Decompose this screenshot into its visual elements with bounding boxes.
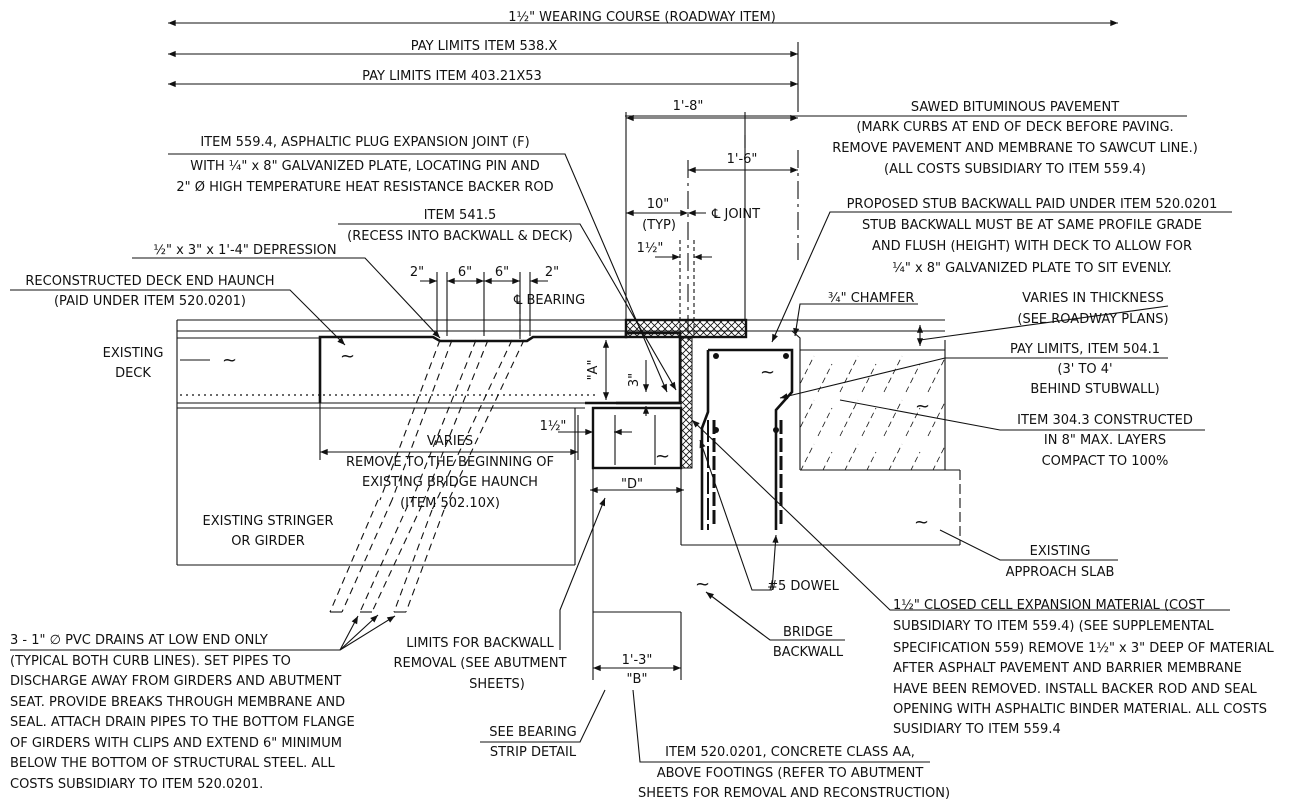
dim-1-5b: 1½" xyxy=(540,419,567,434)
asphaltic-plug xyxy=(624,318,748,339)
closed-cell-note-6: OPENING WITH ASPHALTIC BINDER MATERIAL. … xyxy=(893,702,1267,717)
i520-note-3: SHEETS FOR REMOVAL AND RECONSTRUCTION) xyxy=(638,786,950,801)
pay-limits-538-label: PAY LIMITS ITEM 538.X xyxy=(411,39,558,54)
dim-6b: 6" xyxy=(495,265,509,280)
dim-1-3: 1'-3" xyxy=(622,653,653,668)
depression-note: ½" x 3" x 1'-4" DEPRESSION xyxy=(153,243,336,258)
sawed-note-1: SAWED BITUMINOUS PAVEMENT xyxy=(911,100,1119,115)
break-symbols: ~ ~ ~ ~ ~ ~ ~ xyxy=(222,346,930,595)
dim-2a: 2" xyxy=(410,265,424,280)
closed-cell-note-4: AFTER ASPHALT PAVEMENT AND BARRIER MEMBR… xyxy=(893,661,1242,676)
i304-note-2: IN 8" MAX. LAYERS xyxy=(1044,433,1166,448)
dim-10: 10" xyxy=(647,197,670,212)
chamfer-note: ¾" CHAMFER xyxy=(828,291,914,306)
bearing-note-1: SEE BEARING xyxy=(489,725,577,740)
drain-pipes xyxy=(329,339,525,613)
closed-cell-note-3: SPECIFICATION 559) REMOVE 1½" x 3" DEEP … xyxy=(893,641,1275,656)
backwall-note-2: BACKWALL xyxy=(773,645,844,660)
drains-note-8: COSTS SUBSIDIARY TO ITEM 520.0201. xyxy=(10,777,263,792)
break-symbol: ~ xyxy=(760,362,775,383)
stub-note-1: PROPOSED STUB BACKWALL PAID UNDER ITEM 5… xyxy=(847,197,1218,212)
drains-note-4: SEAT. PROVIDE BREAKS THROUGH MEMBRANE AN… xyxy=(10,695,345,710)
i304-note-3: COMPACT TO 100% xyxy=(1042,454,1169,469)
sawed-note-4: (ALL COSTS SUBSIDIARY TO ITEM 559.4) xyxy=(884,162,1146,177)
remove-note-2: EXISTING BRIDGE HAUNCH xyxy=(362,475,538,490)
closed-cell-note-1: 1½" CLOSED CELL EXPANSION MATERIAL (COST xyxy=(893,598,1205,613)
limits-note-1: LIMITS FOR BACKWALL xyxy=(406,636,554,651)
i520-note-2: ABOVE FOOTINGS (REFER TO ABUTMENT xyxy=(657,766,924,781)
backwall-note-1: BRIDGE xyxy=(783,625,833,640)
break-symbol: ~ xyxy=(340,346,355,367)
i541-note-2: (RECESS INTO BACKWALL & DECK) xyxy=(347,229,573,244)
drains-note-2: (TYPICAL BOTH CURB LINES). SET PIPES TO xyxy=(10,654,291,669)
dim-a: "A" xyxy=(586,360,601,381)
remove-note-1: REMOVE TO THE BEGINNING OF xyxy=(346,455,554,470)
haunch-note-2: (PAID UNDER ITEM 520.0201) xyxy=(54,294,246,309)
cl-bearing-label: ℄ BEARING xyxy=(513,293,585,308)
dim-b: "B" xyxy=(627,672,648,687)
limits-note-3: SHEETS) xyxy=(469,677,525,692)
stringer-note-2: OR GIRDER xyxy=(231,534,305,549)
dim-3: 3" xyxy=(627,373,642,387)
existing-deck-2: DECK xyxy=(115,366,151,381)
dim-1-6: 1'-6" xyxy=(727,152,758,167)
backwall-structure xyxy=(558,325,961,680)
closed-cell-note-7: SUSIDIARY TO ITEM 559.4 xyxy=(893,722,1061,737)
varies-note-2: (SEE ROADWAY PLANS) xyxy=(1017,312,1168,327)
break-symbol: ~ xyxy=(915,396,930,417)
top-dimension-lines xyxy=(168,19,1118,260)
drains-note-7: BELOW THE BOTTOM OF STRUCTURAL STEEL. AL… xyxy=(10,756,336,771)
dim-6a: 6" xyxy=(458,265,472,280)
closed-cell-note-5: HAVE BEEN REMOVED. INSTALL BACKER ROD AN… xyxy=(893,682,1257,697)
stringer-note-1: EXISTING STRINGER xyxy=(202,514,333,529)
i520-note-1: ITEM 520.0201, CONCRETE CLASS AA, xyxy=(665,745,915,760)
dowel-note: #5 DOWEL xyxy=(767,579,840,594)
approach-note-2: APPROACH SLAB xyxy=(1006,565,1115,580)
existing-deck-1: EXISTING xyxy=(103,346,164,361)
pay504-note-3: BEHIND STUBWALL) xyxy=(1030,382,1159,397)
i304-note-1: ITEM 304.3 CONSTRUCTED xyxy=(1017,413,1193,428)
break-symbol: ~ xyxy=(655,446,670,467)
notes: SAWED BITUMINOUS PAVEMENT (MARK CURBS AT… xyxy=(10,100,1275,801)
stub-note-3: AND FLUSH (HEIGHT) WITH DECK TO ALLOW FO… xyxy=(872,239,1192,254)
limits-note-2: REMOVAL (SEE ABUTMENT xyxy=(393,656,566,671)
drains-note-3: DISCHARGE AWAY FROM GIRDERS AND ABUTMENT xyxy=(10,674,341,689)
leader-lines xyxy=(10,115,1232,763)
varies-note-1: VARIES IN THICKNESS xyxy=(1022,291,1164,306)
pay504-note-1: PAY LIMITS, ITEM 504.1 xyxy=(1010,342,1160,357)
sawed-note-3: REMOVE PAVEMENT AND MEMBRANE TO SAWCUT L… xyxy=(832,141,1198,156)
cl-joint-label: ℄ JOINT xyxy=(711,207,760,222)
break-symbol: ~ xyxy=(695,574,710,595)
wearing-course-label: 1½" WEARING COURSE (ROADWAY ITEM) xyxy=(508,10,776,25)
plug-note-1: ITEM 559.4, ASPHALTIC PLUG EXPANSION JOI… xyxy=(200,135,529,150)
varies-label: VARIES xyxy=(427,434,473,449)
sawed-note-2: (MARK CURBS AT END OF DECK BEFORE PAVING… xyxy=(856,120,1173,135)
pay504-note-2: (3' TO 4' xyxy=(1057,362,1112,377)
remove-note-3: (ITEM 502.10X) xyxy=(400,496,500,511)
plug-note-3: 2" Ø HIGH TEMPERATURE HEAT RESISTANCE BA… xyxy=(176,180,553,195)
drains-note-6: OF GIRDERS WITH CLIPS AND EXTEND 6" MINI… xyxy=(10,736,342,751)
dim-2b: 2" xyxy=(545,265,559,280)
closed-cell-note-2: SUBSIDIARY TO ITEM 559.4) (SEE SUPPLEMEN… xyxy=(893,619,1214,634)
drains-note-1: 3 - 1" ∅ PVC DRAINS AT LOW END ONLY xyxy=(10,633,268,648)
approach-note-1: EXISTING xyxy=(1030,544,1091,559)
stub-note-4: ¼" x 8" GALVANIZED PLATE TO SIT EVENLY. xyxy=(892,261,1172,276)
i541-note-1: ITEM 541.5 xyxy=(424,208,497,223)
dim-d: "D" xyxy=(621,477,643,492)
bearing-note-2: STRIP DETAIL xyxy=(490,745,577,760)
dim-1-8: 1'-8" xyxy=(673,99,704,114)
pay-limits-403-label: PAY LIMITS ITEM 403.21X53 xyxy=(362,69,542,84)
dim-typ: (TYP) xyxy=(642,218,676,233)
deck-structure xyxy=(176,318,945,566)
stub-note-2: STUB BACKWALL MUST BE AT SAME PROFILE GR… xyxy=(862,218,1202,233)
plug-note-2: WITH ¼" x 8" GALVANIZED PLATE, LOCATING … xyxy=(190,159,540,174)
haunch-note-1: RECONSTRUCTED DECK END HAUNCH xyxy=(25,274,274,289)
break-symbol: ~ xyxy=(914,512,929,533)
drains-note-5: SEAL. ATTACH DRAIN PIPES TO THE BOTTOM F… xyxy=(10,715,355,730)
dim-1-5: 1½" xyxy=(637,241,664,256)
break-symbol: ~ xyxy=(222,350,237,371)
